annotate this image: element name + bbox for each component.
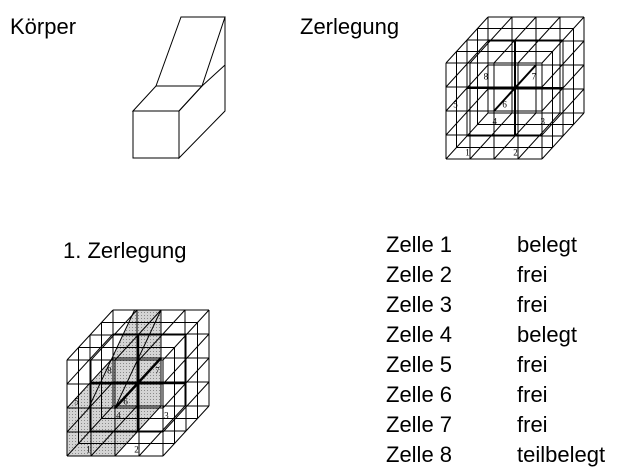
grid-line xyxy=(162,381,210,433)
grid-line xyxy=(541,64,585,112)
cell-name: Zelle 1 xyxy=(386,232,453,257)
grid-line xyxy=(138,405,186,457)
grid-line xyxy=(90,309,138,361)
grid-line xyxy=(445,40,489,88)
cell-number-label: 1 xyxy=(86,444,91,454)
table-row: Zelle 3 frei xyxy=(386,293,605,323)
plate-edge-line xyxy=(88,309,136,409)
grid-line xyxy=(445,64,489,112)
grid-line xyxy=(541,40,585,88)
cell-status: teilbelegt xyxy=(517,442,606,467)
koerper-drawing xyxy=(131,16,226,160)
cell-number-label: 6 xyxy=(123,396,128,406)
grid-line xyxy=(445,16,489,64)
erste-zerlegung-grid: 1 2 3 4 5 6 7 8 xyxy=(66,309,210,457)
grid-line xyxy=(162,357,210,409)
cell-status-table: Zelle 1 belegt Zelle 2 frei Zelle 3 frei Ze… xyxy=(386,233,605,473)
zerlegung-label: Zerlegung xyxy=(300,14,400,39)
cell-name: Zelle 3 xyxy=(386,292,453,317)
cell-status: frei xyxy=(517,262,548,287)
cell-number-label: 2 xyxy=(134,444,139,454)
grid-line xyxy=(493,112,537,160)
cell-name: Zelle 2 xyxy=(386,262,453,287)
table-row: Zelle 2 frei xyxy=(386,263,605,293)
grid-line xyxy=(66,405,114,457)
cell-number-label: 7 xyxy=(155,366,160,376)
plate-edge-line xyxy=(114,309,162,409)
grid-line xyxy=(114,357,162,409)
cell-number-label: 1 xyxy=(465,147,470,157)
cell-name: Zelle 6 xyxy=(386,382,453,407)
table-row: Zelle 7 frei xyxy=(386,413,605,443)
cell-number-label: 8 xyxy=(107,366,112,376)
grid-line xyxy=(66,309,114,361)
cell-number-label: 6 xyxy=(502,99,507,109)
grid-line xyxy=(541,16,585,64)
table-row: Zelle 1 belegt xyxy=(386,233,605,263)
grid-line xyxy=(445,112,489,160)
cell-status: frei xyxy=(517,412,548,437)
cell-number-label: 2 xyxy=(513,147,518,157)
grid-line xyxy=(90,405,138,457)
table-row: Zelle 4 belegt xyxy=(386,323,605,353)
table-row: Zelle 6 frei xyxy=(386,383,605,413)
cell-number-label: 7 xyxy=(532,71,537,81)
grid-line xyxy=(114,405,162,457)
cell-status: frei xyxy=(517,292,548,317)
grid-line xyxy=(66,381,114,433)
cell-status: belegt xyxy=(517,232,577,257)
cell-status: belegt xyxy=(517,322,577,347)
grid-line xyxy=(162,333,210,385)
cell-name: Zelle 4 xyxy=(386,322,453,347)
grid-line xyxy=(445,88,489,136)
table-row: Zelle 8 teilbelegt xyxy=(386,443,605,473)
cell-number-label: 8 xyxy=(484,71,489,81)
zerlegung-grid: 1 2 3 4 5 6 7 8 xyxy=(445,16,585,160)
cell-number-label: 4 xyxy=(493,116,498,126)
cell-number-label: 4 xyxy=(116,411,121,421)
grid-line xyxy=(493,16,537,64)
erste-zerlegung-label: 1. Zerlegung xyxy=(63,238,187,263)
cell-status: frei xyxy=(517,382,548,407)
grid-line xyxy=(66,357,114,409)
grid-line xyxy=(114,309,162,361)
grid-line xyxy=(493,64,537,112)
grid-line xyxy=(469,16,513,64)
koerper-label: Körper xyxy=(10,14,77,39)
grid-line xyxy=(162,309,210,361)
grid-line xyxy=(162,405,210,457)
cell-number-label: 3 xyxy=(164,411,169,421)
grid-line xyxy=(138,309,186,361)
table-row: Zelle 5 frei xyxy=(386,353,605,383)
cell-number-label: 5 xyxy=(74,396,79,406)
cell-name: Zelle 7 xyxy=(386,412,453,437)
grid-line xyxy=(517,16,561,64)
cell-number-label: 5 xyxy=(453,99,458,109)
grid-line xyxy=(66,333,114,385)
cell-status: frei xyxy=(517,352,548,377)
cell-number-label: 3 xyxy=(541,116,546,126)
grid-line xyxy=(469,112,513,160)
grid-line xyxy=(517,112,561,160)
grid-line xyxy=(541,112,585,160)
grid-line xyxy=(541,88,585,136)
cell-name: Zelle 8 xyxy=(386,442,453,467)
cell-name: Zelle 5 xyxy=(386,352,453,377)
